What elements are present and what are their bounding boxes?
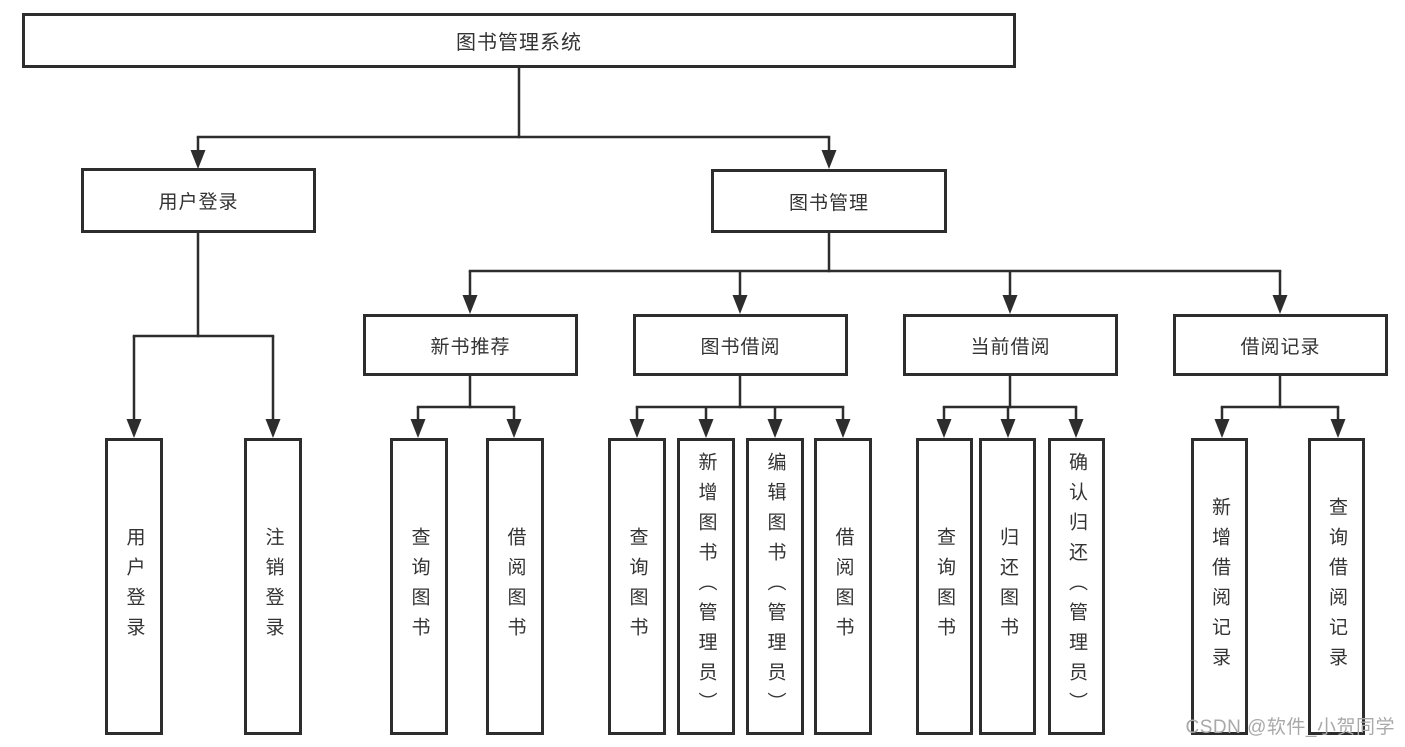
node-library-management-system: 图书管理系统 xyxy=(22,13,1016,68)
node-add-book-admin: 新增图书（管理员） xyxy=(677,438,735,735)
node-label: 归还图书 xyxy=(997,526,1018,647)
node-label: 新增图书（管理员） xyxy=(695,451,717,722)
node-label: 查询借阅记录 xyxy=(1326,496,1347,677)
node-query-books-recommend: 查询图书 xyxy=(390,438,448,735)
node-query-borrow-record: 查询借阅记录 xyxy=(1308,438,1365,735)
node-label: 注销登录 xyxy=(262,526,284,647)
node-label: 编辑图书（管理员） xyxy=(764,451,786,722)
node-label: 用户登录 xyxy=(123,526,145,647)
node-borrow-books-recommend: 借阅图书 xyxy=(486,438,544,735)
node-user-login-group: 用户登录 xyxy=(81,168,316,233)
node-book-management: 图书管理 xyxy=(711,169,947,233)
node-edit-book-admin: 编辑图书（管理员） xyxy=(746,438,804,735)
node-label: 借阅图书 xyxy=(832,526,854,647)
node-current-borrowing: 当前借阅 xyxy=(903,314,1118,376)
node-new-book-recommendation: 新书推荐 xyxy=(363,314,578,376)
csdn-watermark: CSDN @软件_小贺同学 xyxy=(1185,717,1395,738)
node-return-books: 归还图书 xyxy=(979,438,1036,735)
node-label: 查询图书 xyxy=(408,526,430,647)
node-label: 确认归还（管理员） xyxy=(1066,451,1087,722)
node-user-login: 用户登录 xyxy=(105,438,163,735)
node-logout: 注销登录 xyxy=(244,438,302,735)
node-borrowing-records: 借阅记录 xyxy=(1173,314,1388,376)
node-query-books-borrowing: 查询图书 xyxy=(608,438,666,735)
node-add-borrow-record: 新增借阅记录 xyxy=(1191,438,1248,735)
node-borrow-books-borrowing: 借阅图书 xyxy=(814,438,872,735)
node-label: 查询图书 xyxy=(934,526,955,647)
node-confirm-return-admin: 确认归还（管理员） xyxy=(1048,438,1105,735)
node-label: 查询图书 xyxy=(626,526,648,647)
node-label: 借阅图书 xyxy=(504,526,526,647)
node-query-books-current: 查询图书 xyxy=(916,438,973,735)
node-label: 新增借阅记录 xyxy=(1209,496,1230,677)
node-book-borrowing: 图书借阅 xyxy=(633,314,848,376)
